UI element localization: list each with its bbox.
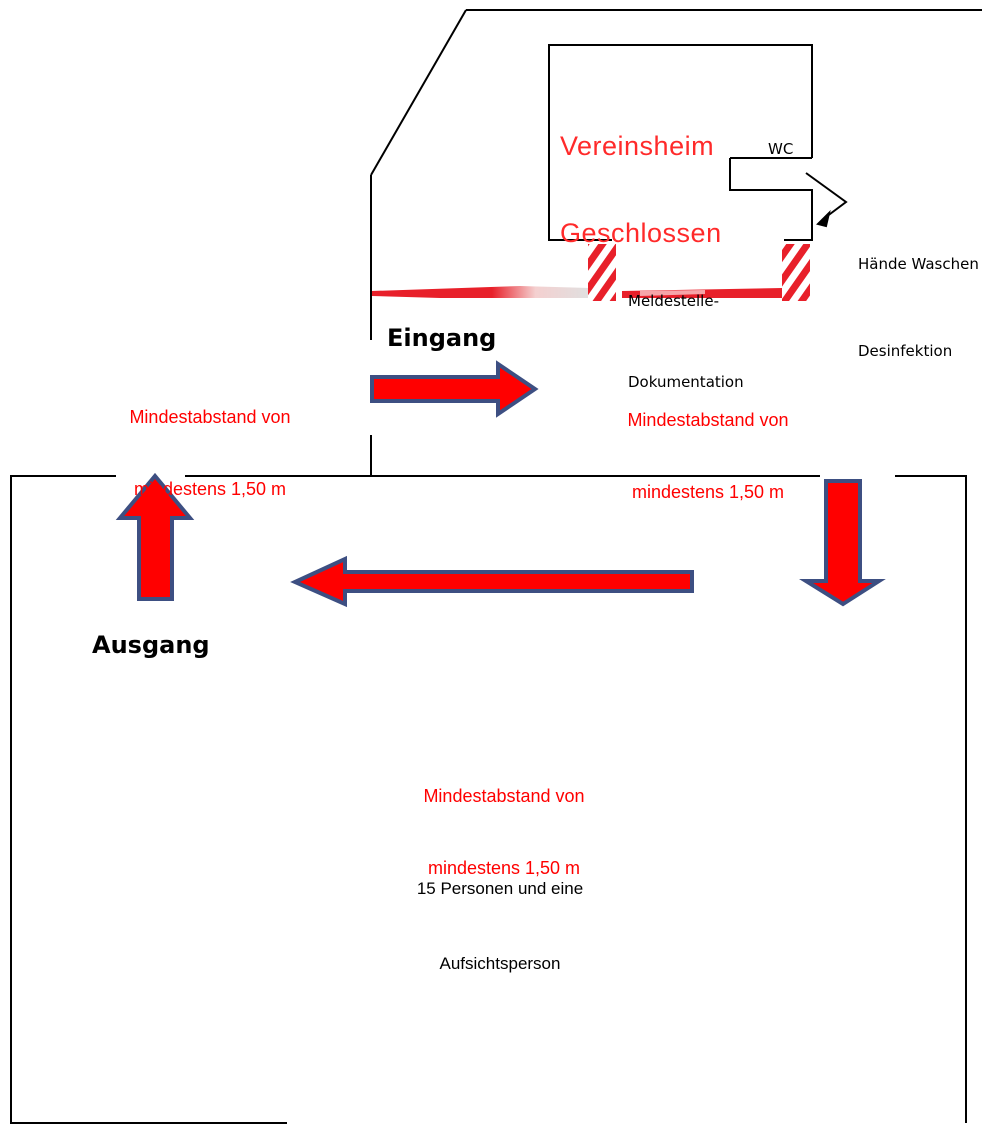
building-title-line2: Geschlossen (560, 218, 722, 248)
building-title: Vereinsheim Geschlossen (560, 74, 722, 306)
capacity-line2: Aufsichtsperson (439, 954, 561, 973)
capacity-label: 15 Personen und eine Aufsichtsperson (370, 826, 630, 1026)
capacity-line1: 15 Personen und eine (416, 879, 584, 898)
handwash-label: Hände Waschen Desinfektion (858, 192, 979, 424)
handwash-pointer (805, 172, 848, 228)
distance-note-left: Mindestabstand von mindestens 1,50 m (95, 357, 325, 549)
barrier-post-left (588, 244, 616, 301)
meldestelle-line2: Dokumentation (628, 373, 744, 391)
distance-note-center: Mindestabstand von mindestens 1,50 m (389, 736, 619, 928)
entrance-label: Eingang (387, 324, 497, 352)
distance-note-left-line2: mindestens 1,50 m (133, 479, 287, 499)
exit-label: Ausgang (92, 631, 210, 659)
distance-note-center-line1: Mindestabstand von (423, 786, 585, 806)
arrow-up-icon (115, 472, 195, 601)
lower-area-boundary (10, 475, 967, 1124)
meldestelle-label: Meldestelle- Dokumentation (628, 234, 744, 450)
distance-note-center-line2: mindestens 1,50 m (427, 858, 581, 878)
barrier-post-right (782, 244, 810, 301)
distance-note-right-line2: mindestens 1,50 m (631, 482, 785, 502)
entrance-barrier (372, 286, 782, 298)
handwash-line1: Hände Waschen (858, 255, 979, 273)
distance-note-left-line1: Mindestabstand von (129, 407, 291, 427)
distance-note-right-line1: Mindestabstand von (627, 410, 789, 430)
arrow-down-icon (798, 479, 886, 607)
meldestelle-line1: Meldestelle- (628, 292, 719, 310)
distance-note-right: Mindestabstand von mindestens 1,50 m (593, 360, 823, 552)
handwash-line2: Desinfektion (858, 342, 953, 360)
arrow-right-icon (370, 360, 539, 418)
arrow-left-icon (290, 555, 694, 608)
wc-label: WC (768, 140, 794, 158)
outer-boundary (370, 9, 982, 475)
clubhouse-building (548, 44, 813, 241)
building-title-line1: Vereinsheim (560, 131, 715, 161)
